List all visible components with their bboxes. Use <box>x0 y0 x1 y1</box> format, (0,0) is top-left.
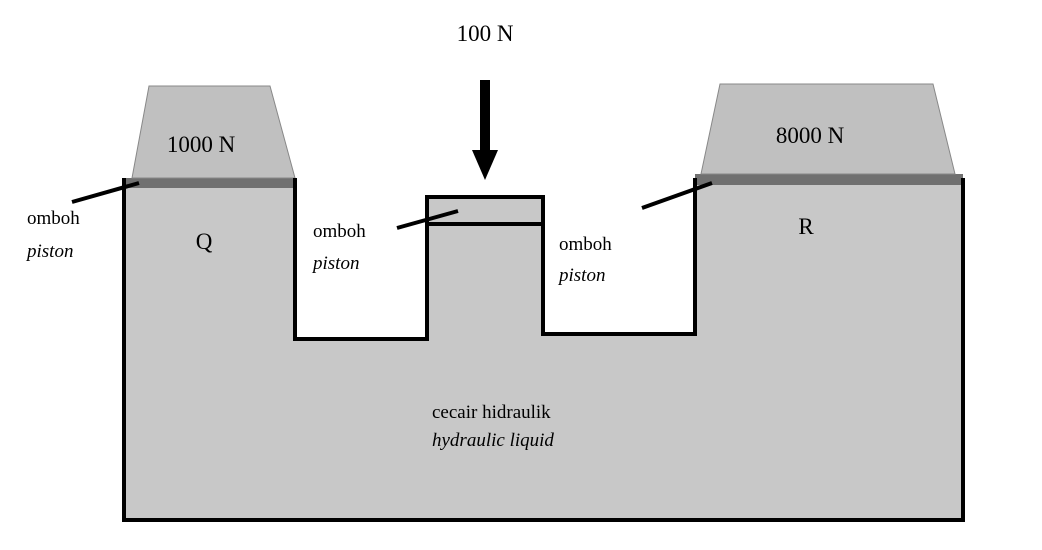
piston-r-label-en: piston <box>557 265 605 286</box>
container-outline <box>122 178 965 522</box>
container-inner-outline <box>293 178 697 341</box>
piston-q <box>124 178 295 188</box>
force-arrow-shaft <box>480 80 490 156</box>
applied-force-label: 100 N <box>457 21 514 46</box>
middle-piston-interior <box>427 197 543 224</box>
leader-line-piston-q <box>71 181 140 204</box>
cylinder-r-label: R <box>798 214 814 239</box>
liquid-label-en: hydraulic liquid <box>432 430 554 451</box>
load-q-label: 1000 N <box>167 132 236 157</box>
piston-r-label-ms: omboh <box>559 234 612 255</box>
load-r-block <box>700 83 956 175</box>
hydraulic-liquid-body <box>124 178 963 520</box>
liquid-label-ms: cecair hidraulik <box>432 402 551 423</box>
load-r-label: 8000 N <box>776 123 845 148</box>
piston-q-label-ms: omboh <box>27 208 80 229</box>
leader-line-piston-r <box>641 181 713 210</box>
piston-q-label-en: piston <box>25 241 73 262</box>
piston-middle-label-en: piston <box>311 253 359 274</box>
leader-line-piston-middle <box>396 209 459 230</box>
cylinder-q-label: Q <box>196 229 213 254</box>
piston-middle-label-ms: omboh <box>313 221 366 242</box>
piston-r <box>695 174 963 185</box>
force-arrow-head <box>472 150 498 180</box>
